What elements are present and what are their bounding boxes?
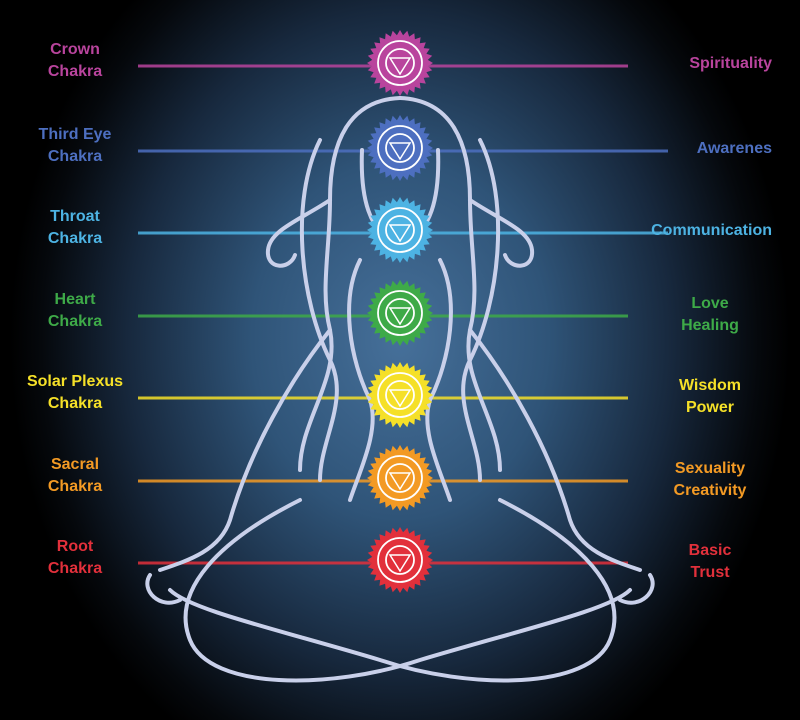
chakra-name-line1: Heart: [54, 291, 96, 308]
third-eye-icon: [367, 115, 433, 181]
chakra-meaning-line1: Sexuality: [674, 460, 746, 477]
throat-icon: [367, 197, 433, 263]
chakra-name-line1: Third Eye: [38, 126, 112, 143]
chakra-name-line2: Chakra: [47, 230, 103, 247]
chakra-meaning-line1: Love: [691, 295, 729, 312]
chakra-meaning-label: Awarenes: [612, 138, 772, 160]
chakra-name-line2: Chakra: [47, 63, 103, 80]
chakra-name-line1: Root: [56, 538, 94, 555]
chakra-meaning-label: Spirituality: [612, 53, 772, 75]
chakra-meaning-line1: Awarenes: [696, 140, 772, 157]
root-icon: [367, 527, 433, 593]
chakra-meaning-line2: Power: [685, 399, 734, 416]
solar-plexus-icon: [367, 362, 433, 428]
figure-outline: [145, 96, 655, 683]
chakra-name-line1: Solar Plexus: [26, 373, 124, 390]
chakra-name-line1: Crown: [50, 41, 100, 58]
heart-icon: [367, 280, 433, 346]
chakra-meaning-line2: Trust: [690, 564, 730, 581]
chakra-name-line1: Sacral: [50, 456, 100, 473]
chakra-name-line2: Chakra: [47, 148, 103, 165]
chakra-meaning-line1: Basic: [688, 542, 732, 559]
sacral-icon: [367, 445, 433, 511]
chakra-meaning-line2: Creativity: [673, 482, 747, 499]
chakra-meaning-line1: Spirituality: [689, 55, 772, 72]
chakra-name-line2: Chakra: [47, 478, 103, 495]
chakra-name-line2: Chakra: [47, 313, 103, 330]
chakra-name-line2: Chakra: [47, 395, 103, 412]
chakra-meaning-line1: Communication: [651, 222, 772, 239]
chakra-name-line1: Throat: [50, 208, 100, 225]
om-icon: [367, 30, 433, 96]
chakra-meaning-line1: Wisdom: [678, 377, 742, 394]
chakra-meaning-line2: Healing: [681, 317, 739, 334]
chakra-name-line2: Chakra: [47, 560, 103, 577]
chakra-meaning-label: Communication: [612, 220, 772, 242]
